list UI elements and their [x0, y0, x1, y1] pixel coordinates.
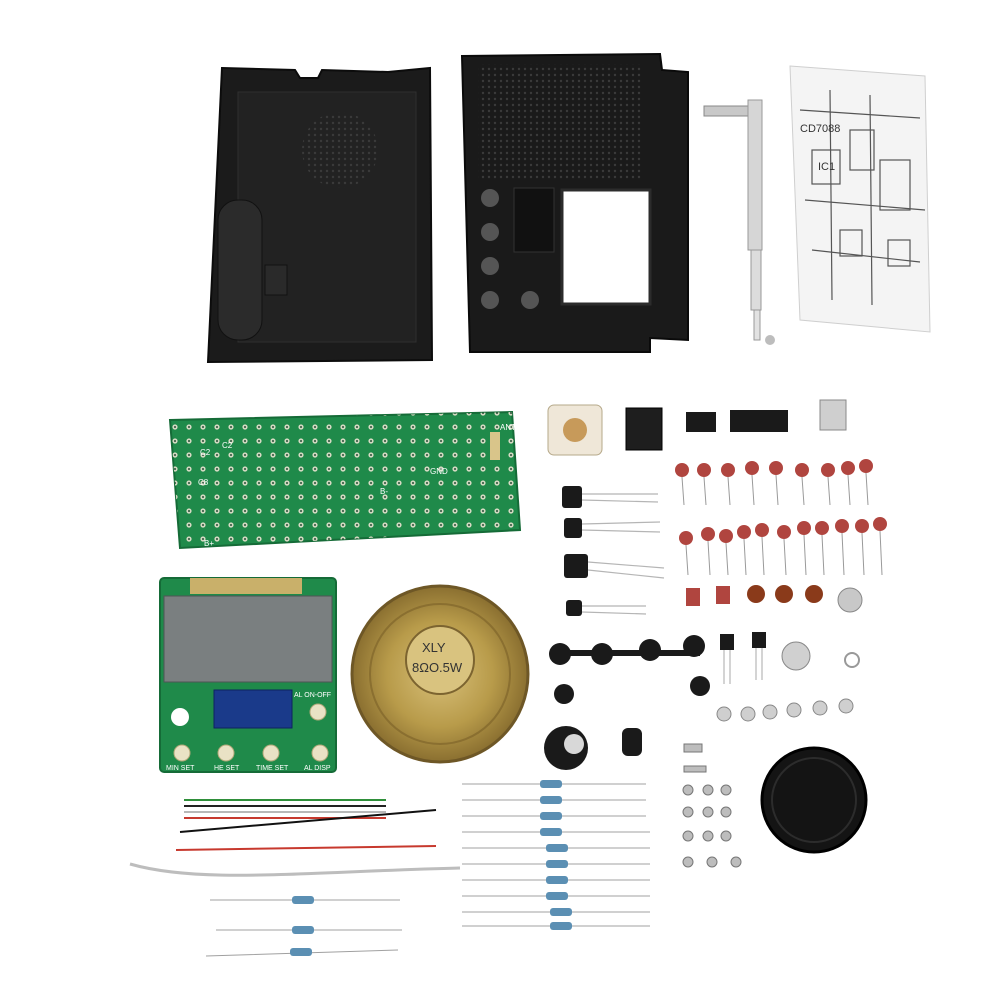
display-chip-board [213, 689, 293, 729]
speaker-grille-back [302, 112, 378, 188]
speaker-label-1: XLY [422, 640, 446, 655]
display-label-2: HE SET [214, 765, 240, 772]
speaker-magnet [405, 625, 475, 695]
pcb-label-4: ANT [500, 423, 516, 432]
ic-chip-large [730, 410, 788, 432]
pcb-label-0: C2 [200, 448, 211, 457]
ceramic-capacitors [675, 459, 887, 545]
trimmers-and-coils [686, 585, 863, 613]
variable-capacitor [547, 404, 603, 456]
resistors [205, 780, 650, 957]
lcd-panel [163, 595, 333, 683]
lcd-window-cutout [560, 188, 652, 306]
display-label-3: TIME SET [256, 765, 289, 772]
radio-front-case [460, 52, 689, 353]
battery-compartment [217, 199, 263, 341]
gear-dial [760, 746, 868, 854]
radio-back-case [206, 66, 434, 364]
pcb-label-3: B+ [204, 539, 214, 548]
pcb-label-2: C8 [198, 478, 209, 487]
tuning-dial [544, 726, 588, 770]
display-label-0: AL ON-OFF [294, 692, 331, 699]
transistors [720, 632, 766, 684]
volume-potentiometer [781, 641, 811, 671]
display-label-1: MIN SET [166, 765, 195, 772]
screws [682, 743, 742, 868]
main-pcb: C2 C2 C8 B+ ANT GND B- [168, 410, 522, 550]
nuts [716, 698, 854, 722]
wires [129, 799, 461, 877]
knob-cap [622, 728, 642, 756]
schematic-label-0: CD7088 [800, 123, 840, 135]
ic-chip-small [686, 412, 716, 432]
slide-switch [819, 399, 847, 431]
button-caps-strip [549, 635, 710, 704]
schematic-sheet: CD7088 IC1 [789, 65, 931, 333]
pcb-label-1: C2 [222, 441, 233, 450]
speaker: XLY 8ΩO.5W [350, 584, 530, 764]
telescopic-antenna [703, 99, 775, 345]
battery-spring [844, 652, 860, 668]
speaker-grille-front [478, 64, 642, 180]
audio-jack [625, 407, 663, 451]
pcb-label-5: GND [430, 467, 448, 476]
speaker-label-2: 8ΩO.5W [412, 660, 463, 675]
schematic-label-1: IC1 [818, 161, 835, 173]
display-board: AL ON-OFF MIN SET HE SET TIME SET AL DIS… [159, 577, 337, 773]
electrolytic-capacitors [562, 486, 665, 616]
display-label-4: AL DISP [304, 765, 331, 772]
pcb-label-6: B- [380, 487, 388, 496]
